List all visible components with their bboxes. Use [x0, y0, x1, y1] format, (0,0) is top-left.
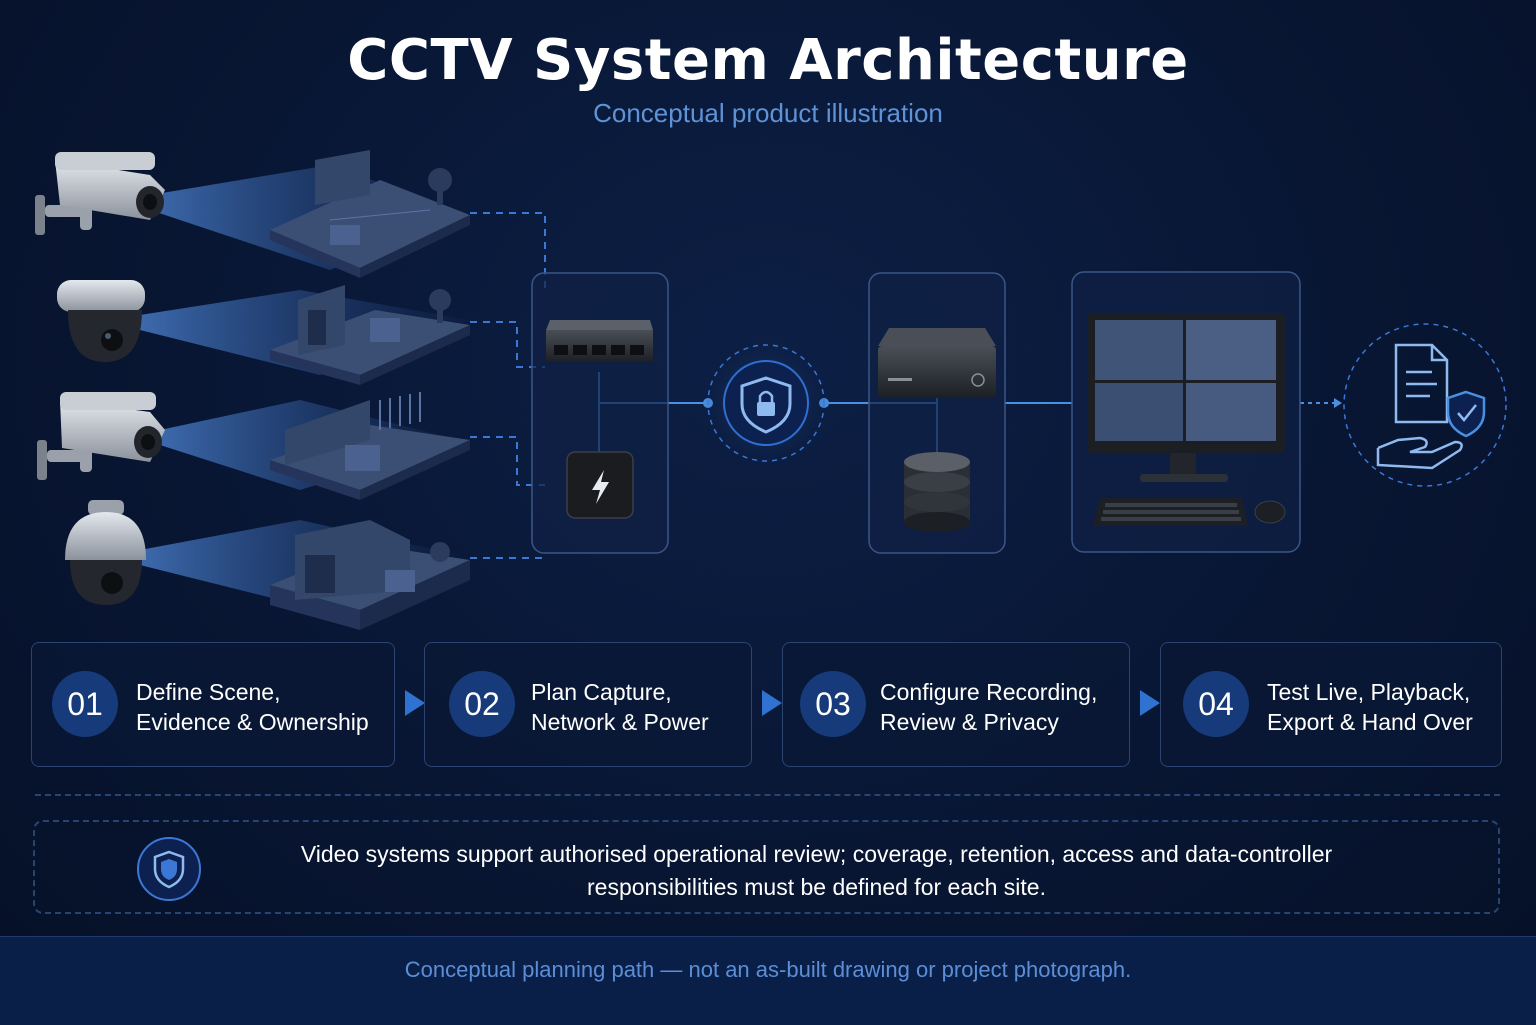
scene-1 — [270, 150, 470, 278]
step-card-3: 03 Configure Recording,Review & Privacy — [782, 642, 1130, 767]
monitor-icon — [1087, 313, 1285, 482]
step-number: 03 — [800, 671, 866, 737]
shield-icon — [137, 837, 201, 901]
bullet-camera-icon — [35, 152, 165, 235]
footer-note: Conceptual planning path — not an as-bui… — [404, 957, 1132, 982]
step-label: Test Live, Playback,Export & Hand Over — [1267, 679, 1473, 735]
privacy-notice: Video systems support authorised operati… — [33, 820, 1500, 914]
shield-lock-icon — [701, 338, 831, 468]
scene-2 — [270, 285, 470, 385]
step-card-4: 04 Test Live, Playback,Export & Hand Ove… — [1160, 642, 1502, 767]
page-title: CCTV System Architecture — [347, 28, 1189, 93]
section-divider — [35, 794, 1500, 796]
step-number: 02 — [449, 671, 515, 737]
step-card-1: 01 Define Scene,Evidence & Ownership — [31, 642, 395, 767]
keyboard-icon — [1092, 498, 1248, 526]
step-card-2: 02 Plan Capture,Network & Power — [424, 642, 752, 767]
step-arrow-icon — [405, 690, 425, 716]
step-label: Configure Recording,Review & Privacy — [880, 679, 1098, 735]
bullet-camera-icon — [37, 392, 165, 480]
notice-text: Video systems support authorised operati… — [300, 841, 1333, 900]
scene-3 — [270, 392, 470, 500]
mouse-icon — [1254, 500, 1286, 524]
step-number: 01 — [52, 671, 118, 737]
page-subtitle: Conceptual product illustration — [593, 98, 943, 128]
network-switch-icon — [546, 320, 653, 362]
dome-camera-icon — [57, 280, 145, 362]
footer-bar: Conceptual planning path — not an as-bui… — [0, 936, 1536, 1025]
database-icon — [904, 452, 970, 532]
step-label: Plan Capture,Network & Power — [531, 679, 709, 735]
step-arrow-icon — [1140, 690, 1160, 716]
scene-4 — [270, 520, 470, 630]
document-hand-shield-icon — [1343, 323, 1507, 487]
step-number: 04 — [1183, 671, 1249, 737]
step-label: Define Scene,Evidence & Ownership — [136, 679, 369, 735]
step-arrow-icon — [762, 690, 782, 716]
ptz-camera-icon — [65, 500, 146, 605]
camera-links — [470, 212, 546, 559]
power-icon — [566, 451, 634, 519]
nvr-icon — [878, 328, 996, 398]
